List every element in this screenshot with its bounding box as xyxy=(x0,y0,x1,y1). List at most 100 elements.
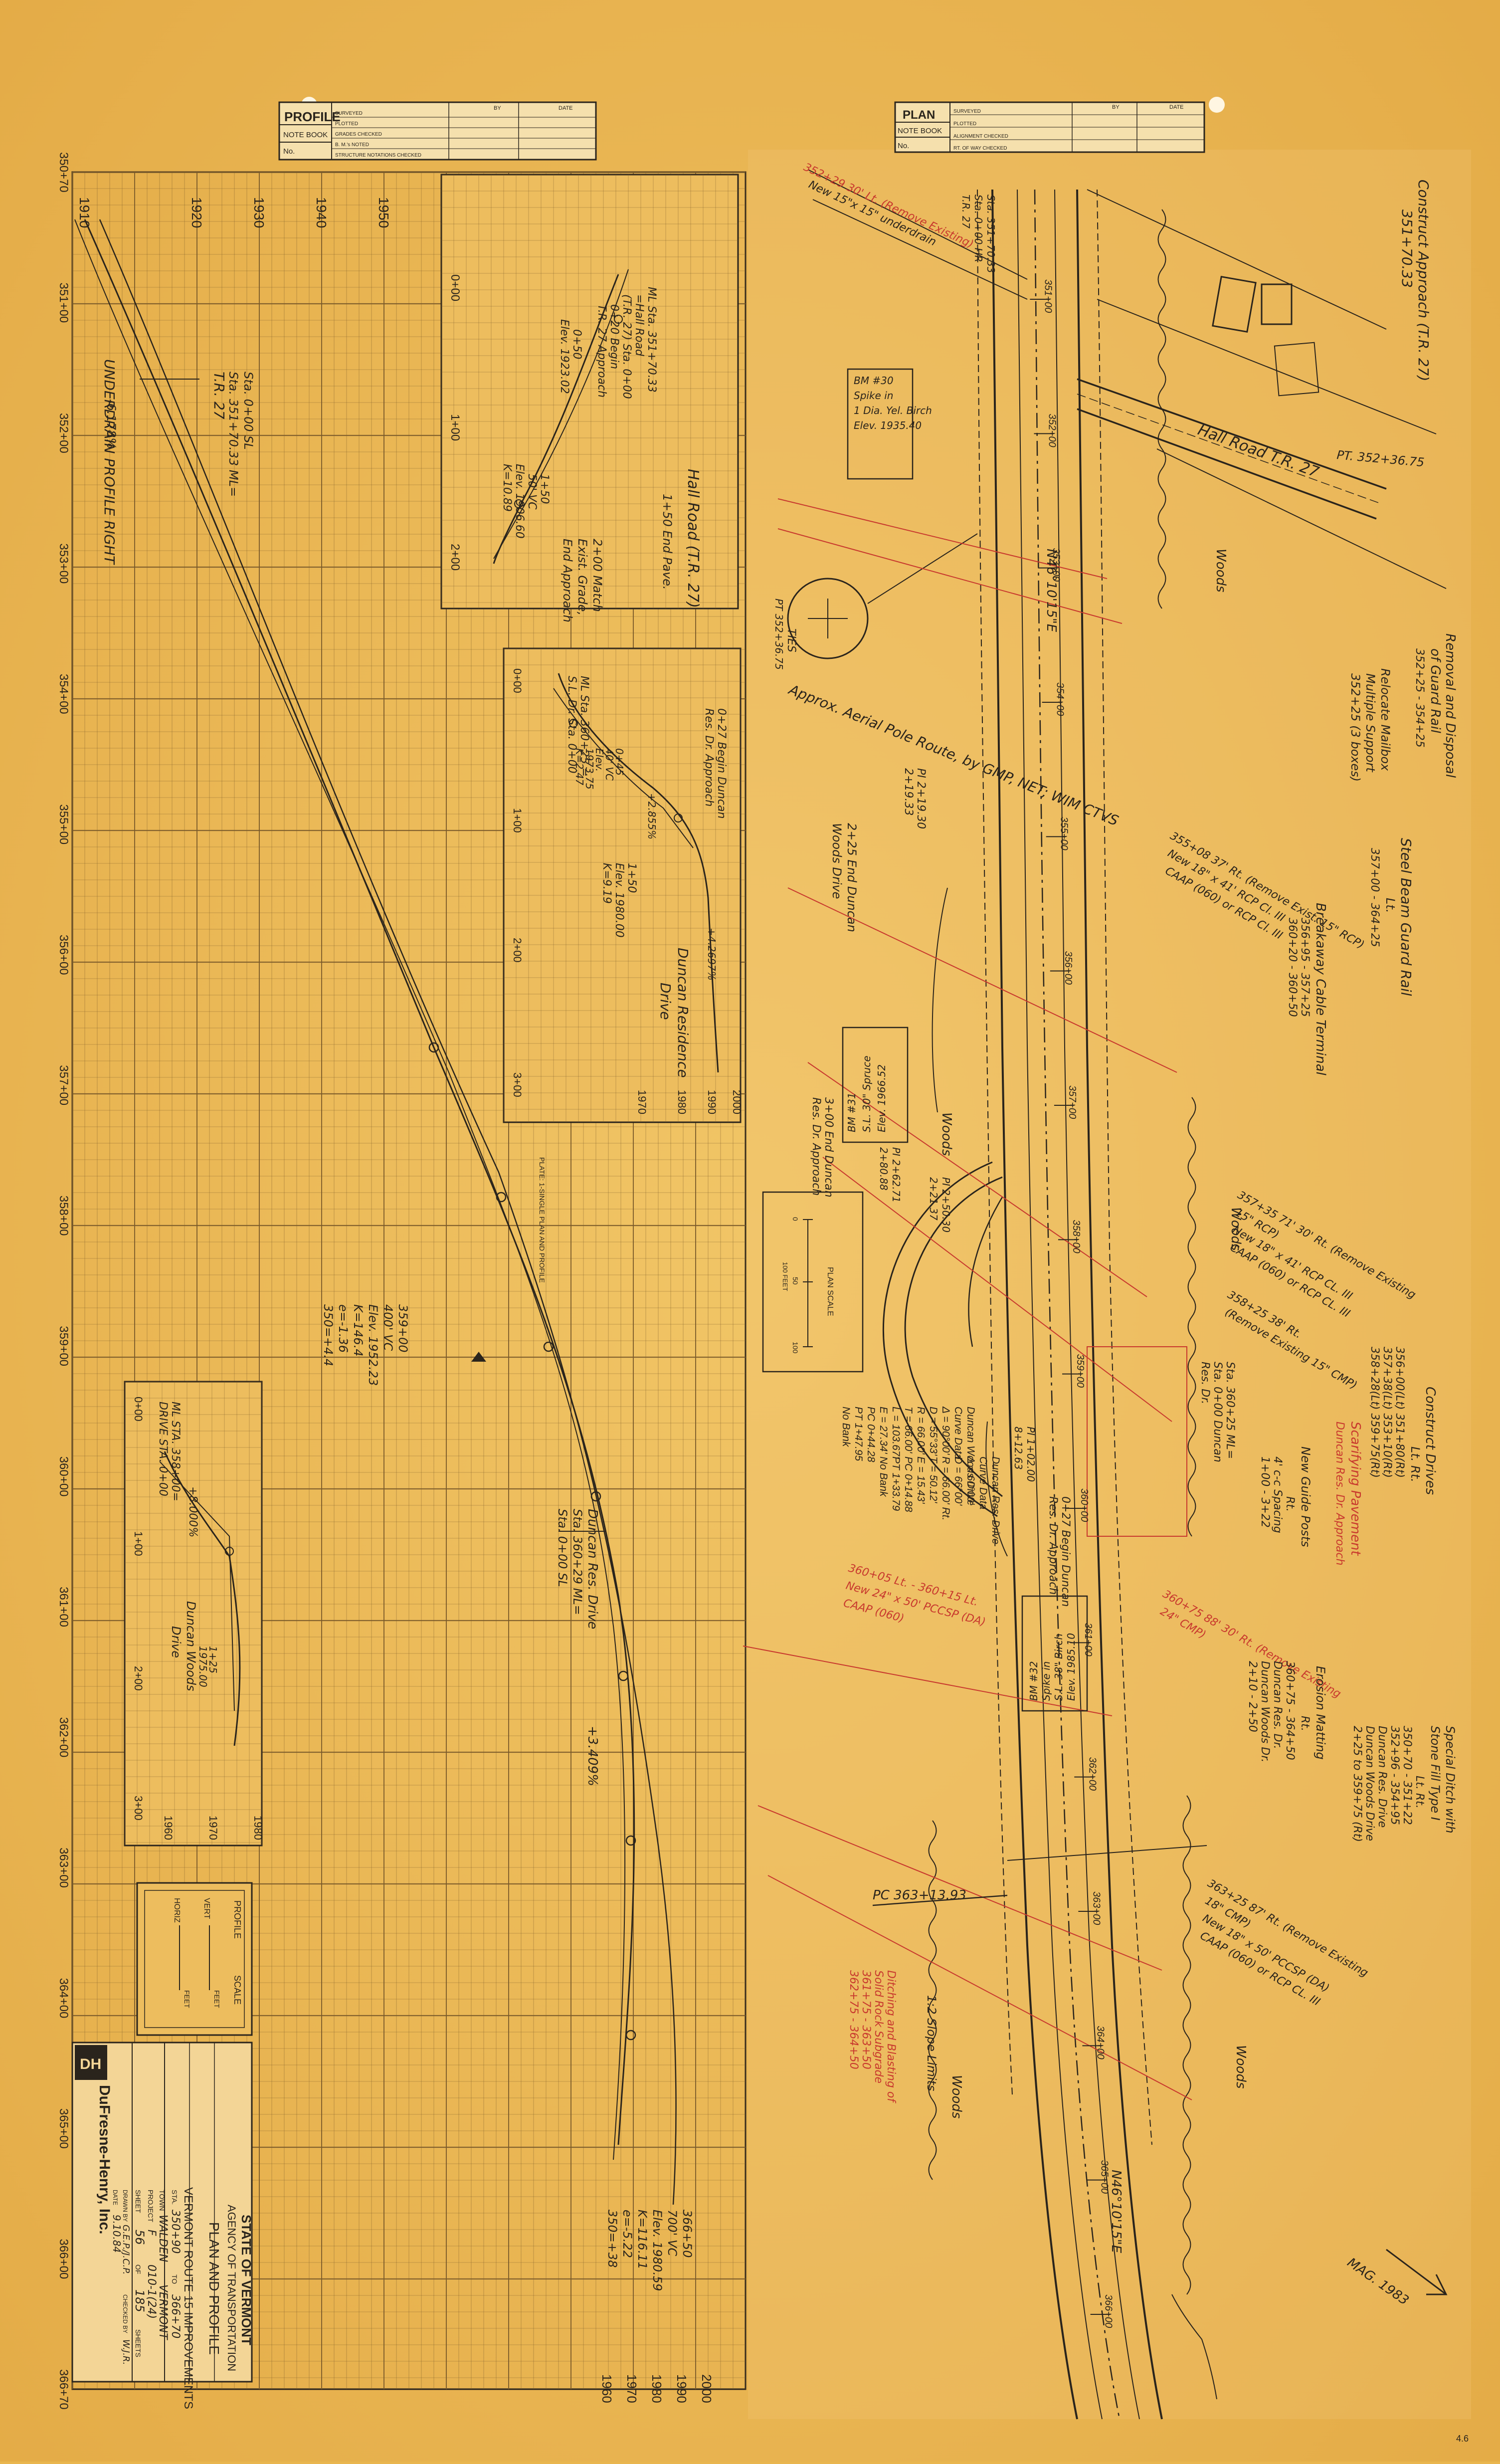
duncan-grade2: +4.2697% xyxy=(706,928,718,981)
plan-station-label: 366+00 xyxy=(1103,2294,1114,2328)
sheet-number: 56 xyxy=(133,2230,147,2245)
sheet-total: 185 xyxy=(133,2289,147,2312)
tr27-callout: T.R. 27 Sta. 351+70.33 ML= Sta. 0+00 SL … xyxy=(104,372,255,497)
end-duncan-2: Woods Drive xyxy=(830,823,844,899)
plan-station-label: 358+00 xyxy=(1071,1220,1082,1253)
vc1-len: 400' VC xyxy=(381,1304,395,1351)
breakaway-1: Breakaway Cable Terminal xyxy=(1313,903,1328,1076)
plan-scale: PLAN SCALE 0 50 100 100 FEET xyxy=(762,1191,864,1373)
woods-1: Woods xyxy=(1213,549,1228,593)
breakaway-3: 360+20 - 360+50 xyxy=(1286,918,1299,1017)
woods-4: Woods xyxy=(949,2075,964,2119)
bm2-2: Elev. 1966.52 xyxy=(876,1064,888,1132)
duncan-begin-2: Res. Dr. Approach xyxy=(703,708,715,807)
hall-header-1: ML Sta. 351+70.33 xyxy=(645,287,658,393)
breakaway-2: 356+95 - 357+25 xyxy=(1299,918,1311,1017)
ml-top-3: T.R. 27 xyxy=(960,195,972,229)
plan-field-surveyed: SURVEYED xyxy=(953,109,981,114)
pi-mid-1: PI 2+50.30 xyxy=(940,1177,952,1232)
curve-data-line: PC 0+14.88 xyxy=(903,1456,914,1512)
sheet-title: PLAN AND PROFILE xyxy=(206,2222,222,2355)
duncan-sta-2: 2+00 xyxy=(511,938,524,963)
curve-data-line: No Bank xyxy=(840,1407,852,1447)
sheet-label: SHEET xyxy=(134,2190,142,2213)
plan-station-label: 354+00 xyxy=(1055,682,1066,716)
sta-label: STA. xyxy=(171,2190,179,2205)
hall-pvi-elev: Elev. 1923.02 xyxy=(558,319,570,394)
duncan-grade: +2.855% xyxy=(646,793,658,839)
duncan-elev-2000: 2000 xyxy=(731,1090,743,1114)
bm2-title: BM #31 xyxy=(846,1092,858,1132)
plan-station-label: 352+00 xyxy=(1046,413,1057,447)
project-prefix: F xyxy=(145,2230,158,2236)
town-label: TOWN xyxy=(158,2190,166,2211)
plan-scale-unit: 100 FEET xyxy=(781,1262,789,1291)
end-duncan-1: 2+25 End Duncan xyxy=(845,823,859,932)
profile-station-label: 353+00 xyxy=(57,543,70,584)
bm2-1: S.L. 30" Spruce xyxy=(861,1055,873,1132)
mailbox-2: Multiple Support xyxy=(1363,673,1377,773)
removal-guard-3: 352+25 - 354+25 xyxy=(1413,648,1426,748)
scarifying-1: Scarifying Pavement xyxy=(1348,1422,1363,1556)
profile-station-label: 354+00 xyxy=(57,674,70,714)
vc1-350: 350=+4.4 xyxy=(321,1304,335,1366)
bm3-2: S.L. 38" Birch xyxy=(1053,1634,1065,1701)
vc1-elev: Elev. 1952.23 xyxy=(366,1304,380,1386)
plan-station-label: 364+00 xyxy=(1095,2026,1106,2059)
mailbox-1: Relocate Mailbox xyxy=(1378,668,1392,771)
hall-vc-elev: Elev. 1906.60 xyxy=(513,464,526,539)
hall-header-5: T.R. 27 Approach xyxy=(595,304,608,398)
hall-match-1: 2+00 Match xyxy=(590,539,604,612)
hall-vc-k: K=10.89 xyxy=(501,464,513,512)
plan-station-label: 356+00 xyxy=(1063,951,1074,985)
vc1-sta: 359+00 xyxy=(396,1304,410,1352)
inset-hall-road: ML Sta. 351+70.33 =Hall Road (T.R. 27) S… xyxy=(440,174,739,622)
curve-data-line: T = 50.12' xyxy=(928,1456,939,1503)
profile-elevation-label: 1910 xyxy=(77,197,92,228)
plan-station-label: 360+00 xyxy=(1079,1488,1090,1522)
bearing-bottom: N46°10'15"E xyxy=(1109,2170,1124,2254)
begin-duncan-1: 0+27 Begin Duncan xyxy=(1059,1496,1072,1607)
duncan-res-drive: Duncan Res. Drive xyxy=(585,1509,600,1629)
duncan-vc-k: K=2.47 xyxy=(573,748,585,786)
duncan-begin-1: 0+27 Begin Duncan xyxy=(715,708,728,819)
erosion-5: Duncan Woods Dr. xyxy=(1259,1661,1271,1762)
end-duncan-res-2: Res. Dr. Approach xyxy=(810,1097,822,1196)
profile-station-label: 358+00 xyxy=(57,1196,70,1236)
vc2-e: e=-5.22 xyxy=(620,2210,634,2258)
sheet-of: OF xyxy=(134,2264,142,2274)
duncan-sta-1: 1+00 xyxy=(511,808,524,833)
erosion-4: Duncan Res. Dr. xyxy=(1271,1661,1284,1749)
profile-elevation-label: 1940 xyxy=(314,197,329,228)
special-1: Special Ditch with xyxy=(1443,1726,1457,1834)
plan-station-label: 363+00 xyxy=(1091,1891,1102,1925)
firm-logo xyxy=(75,2045,107,2080)
hall-sta-1: 1+00 xyxy=(448,414,462,441)
profile-station-label: 361+00 xyxy=(57,1587,70,1627)
plan-notebook-label: NOTE BOOK xyxy=(898,127,942,135)
profile-station-label: 364+00 xyxy=(57,1978,70,2019)
hall-match-2: Exist. Grade, xyxy=(575,539,589,616)
hall-sta-2: 2+00 xyxy=(448,544,462,571)
curve-data-line: D = 66°00' xyxy=(952,1456,964,1506)
bm1-1: Spike in xyxy=(854,390,893,402)
plan-field-alignment: ALIGNMENT CHECKED xyxy=(953,134,1008,139)
curve-data-line: R = 66.00' Rt. xyxy=(940,1456,951,1520)
duncan-elev-1990: 1990 xyxy=(706,1090,718,1114)
pi-left-2: 2+80.88 xyxy=(878,1147,890,1191)
curve-data-line: E = 15.43' xyxy=(915,1456,927,1504)
construct-drives-1: Construct Drives xyxy=(1423,1387,1438,1495)
checked-by: W.J.R. xyxy=(121,2339,131,2365)
hall-vc-sta: 1+50 xyxy=(538,474,551,504)
plan-scale-100: 100 xyxy=(791,1342,799,1354)
title-block: STATE OF VERMONT AGENCY OF TRANSPORTATIO… xyxy=(71,2042,254,2409)
woods-title-2: Drive xyxy=(169,1626,183,1658)
ties-label: TIES xyxy=(785,628,797,652)
plan-field-row: RT. OF WAY CHECKED xyxy=(953,146,1007,151)
profile-field-surveyed: SURVEYED xyxy=(335,111,363,116)
woods-header-2: DRIVE STA. 0+00 xyxy=(157,1402,169,1496)
profile-station-label: 356+00 xyxy=(57,935,70,975)
construct-approach: Construct Approach (T.R. 27) xyxy=(1415,180,1432,381)
vc2-elev: Elev. 1980.59 xyxy=(650,2210,664,2291)
